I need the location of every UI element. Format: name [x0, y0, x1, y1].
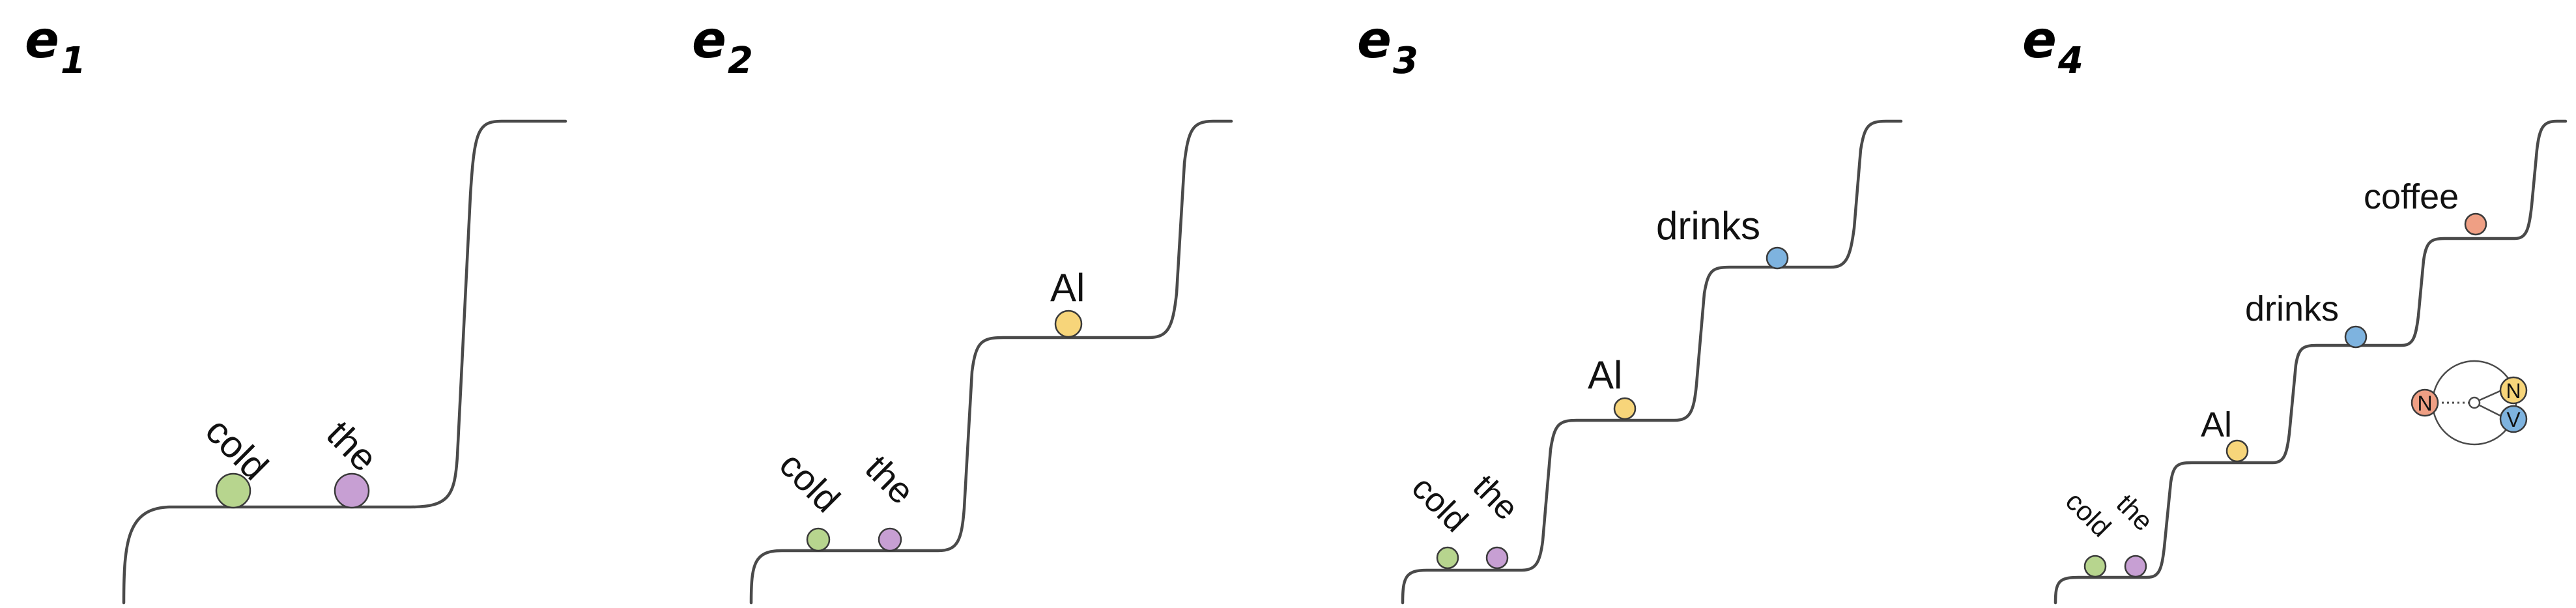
inset-node-left-label: N [2417, 392, 2432, 415]
panel-e3-label-drinks: drinks [1656, 204, 1760, 248]
inset-node-upper-label: N [2506, 379, 2521, 403]
panel-e4-ball-coffee [2464, 212, 2487, 236]
panel-e1-subscript: 1 [61, 40, 86, 82]
panel-e4-ball-al [2225, 439, 2249, 463]
inset-node-lower [2499, 405, 2528, 433]
panel-e2-ball-al [1054, 310, 1083, 338]
panel-e3-label-al: Al [1588, 353, 1622, 397]
panel-e4-label-coffee: coffee [2364, 177, 2459, 216]
panel-e3-ball-drinks [1766, 246, 1789, 270]
panel-e4-label-cold: cold [2060, 485, 2117, 543]
panel-e1-energy-curve [122, 119, 567, 605]
panel-e4-ball-drinks [2344, 325, 2368, 349]
panel-e4-ball-the [2124, 555, 2147, 578]
panel-e3-label: e [1357, 11, 1392, 70]
panel-e3-ball-al [1613, 397, 1637, 420]
panel-e4-label-drinks: drinks [2245, 289, 2339, 328]
panel-e4-label: e [2022, 11, 2057, 70]
inset-center-dot [2468, 396, 2481, 409]
panel-e3-label-the: the [1466, 467, 1526, 527]
panel-e3-word-drinks: drinks [1656, 204, 1789, 270]
panel-e3-label-cold: cold [1405, 469, 1475, 539]
panel-e2-label-the: the [858, 447, 923, 512]
inset-node-lower-label: V [2506, 408, 2521, 431]
panel-e3-ball-the [1485, 546, 1509, 570]
panel-e1-title: e1 [25, 11, 86, 82]
panel-e2: e2 cold the Al [692, 11, 1233, 605]
panel-e4: e4 cold the Al drinks coffee [2022, 11, 2568, 605]
panel-e3-word-the: the [1466, 467, 1526, 570]
panel-e1-word-cold: cold [197, 409, 276, 509]
panel-e1-label-cold: cold [197, 409, 276, 488]
panel-e4-inset-diagram: N N V [2411, 360, 2528, 446]
panel-e4-word-the: the [2111, 488, 2160, 578]
panel-e4-word-al: Al [2201, 405, 2249, 463]
panel-e2-ball-cold [806, 527, 831, 552]
panel-e3-title: e3 [1357, 11, 1418, 82]
panel-e2-label-cold: cold [772, 444, 848, 520]
panel-e1-label: e [25, 11, 59, 70]
panel-e3: e3 cold the Al drinks [1357, 11, 1903, 605]
panel-e1-ball-cold [215, 472, 251, 509]
panel-e2-subscript: 2 [728, 40, 753, 82]
panel-e2-ball-the [878, 527, 902, 552]
inset-node-left [2411, 388, 2439, 417]
panel-e2-label-al: Al [1050, 266, 1085, 310]
panel-e4-label-the: the [2111, 488, 2160, 537]
panel-e1: e1 cold the [25, 11, 567, 605]
panel-e2-word-al: Al [1050, 266, 1085, 338]
panel-e2-energy-curve [749, 119, 1233, 605]
panel-e2-title: e2 [692, 11, 753, 82]
panel-e1-label-the: the [319, 413, 386, 480]
panel-e4-ball-cold [2083, 555, 2107, 578]
panel-e4-energy-curve [2054, 119, 2568, 605]
panel-e4-subscript: 4 [2057, 40, 2083, 82]
panel-e1-word-the: the [319, 413, 386, 509]
panel-e4-title: e4 [2022, 11, 2083, 82]
panel-e4-word-coffee: coffee [2364, 177, 2487, 236]
panel-e1-ball-the [334, 472, 370, 509]
panel-e4-word-drinks: drinks [2245, 289, 2368, 349]
panel-e4-label-al: Al [2201, 405, 2232, 444]
panel-e3-ball-cold [1436, 546, 1459, 570]
inset-link-lower [2479, 404, 2504, 418]
panel-e4-word-cold: cold [2060, 485, 2117, 578]
panel-e2-word-the: the [858, 447, 923, 552]
panel-e2-label: e [692, 11, 726, 70]
inset-node-upper [2499, 376, 2528, 405]
panel-e3-word-cold: cold [1405, 469, 1475, 570]
panel-e3-word-al: Al [1588, 353, 1637, 420]
inset-link-upper [2479, 388, 2504, 401]
panel-e2-word-cold: cold [772, 444, 848, 552]
panel-e3-energy-curve [1401, 119, 1903, 605]
panel-e3-subscript: 3 [1393, 40, 1418, 82]
